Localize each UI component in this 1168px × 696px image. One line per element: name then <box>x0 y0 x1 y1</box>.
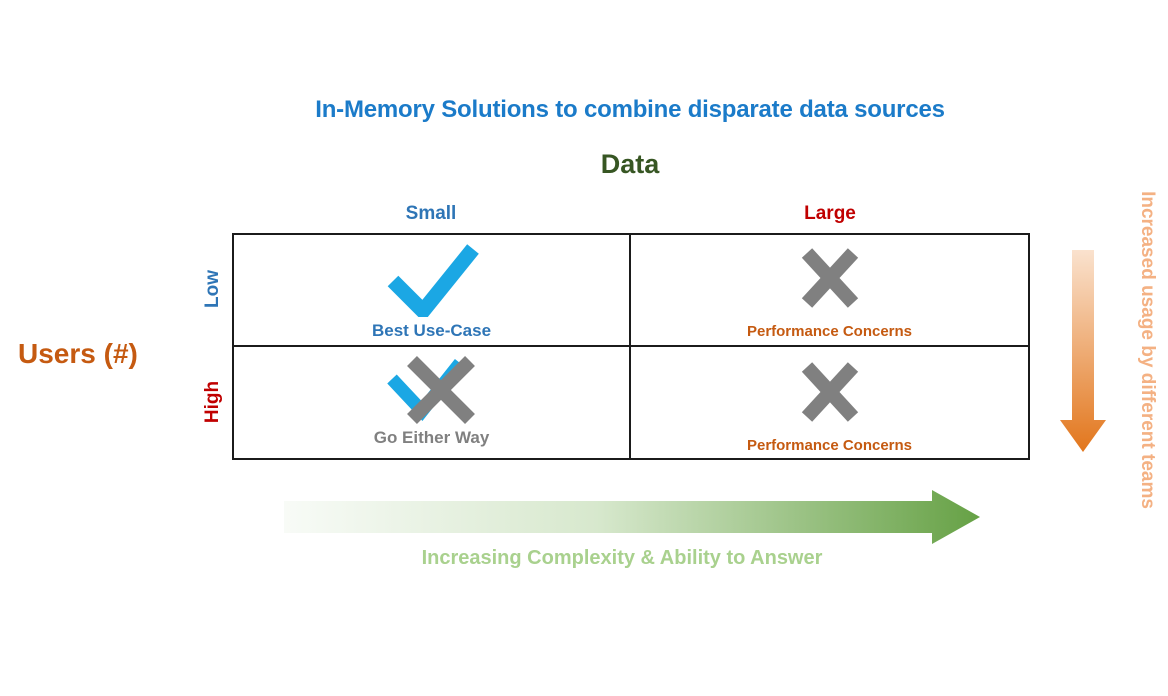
row-label-high: High <box>202 380 223 424</box>
cell-caption: Performance Concerns <box>746 322 913 340</box>
column-label-small: Small <box>405 203 457 224</box>
column-label-large: Large <box>804 203 856 224</box>
cell-low-large: Performance Concerns <box>631 235 1028 347</box>
complexity-arrow-icon <box>284 490 980 549</box>
usage-arrow-icon <box>1060 250 1106 457</box>
cell-high-large: Performance Concerns <box>631 347 1028 459</box>
check-cross-icon <box>382 353 482 432</box>
cell-low-small: Best Use-Case <box>234 235 631 347</box>
cross-icon <box>798 359 862 430</box>
row-label-low: Low <box>202 270 223 308</box>
cell-caption: Performance Concerns <box>746 437 913 454</box>
complexity-arrow-label: Increasing Complexity & Ability to Answe… <box>421 547 823 569</box>
check-icon <box>385 243 479 323</box>
usage-arrow-label: Increased usage by different teams <box>1137 191 1158 509</box>
cell-caption: Best Use-Case <box>371 320 492 340</box>
y-axis-title: Users (#) <box>18 338 138 369</box>
cell-caption: Go Either Way <box>373 428 490 447</box>
quadrant-matrix: Best Use-Case Performance Concerns Go Ei… <box>232 233 1030 460</box>
page-title: In-Memory Solutions to combine disparate… <box>315 96 945 123</box>
x-axis-title: Data <box>600 149 660 179</box>
cell-high-small: Go Either Way <box>234 346 631 458</box>
cross-icon <box>798 245 862 316</box>
